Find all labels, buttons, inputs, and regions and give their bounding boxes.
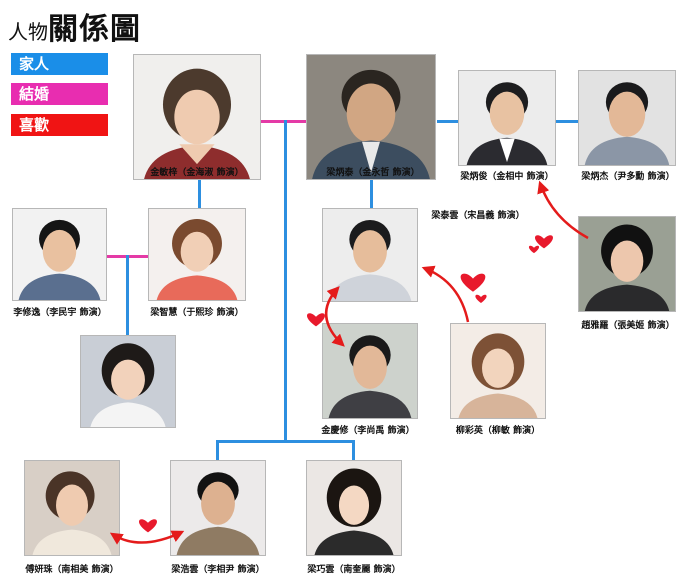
- portrait-liang-bingjun: [458, 70, 556, 166]
- legend-marriage: 結婚: [11, 83, 108, 105]
- family-line-trunk: [284, 120, 287, 442]
- family-line-to-bingjun: [437, 120, 458, 123]
- portrait-liu-caiying: [450, 323, 546, 419]
- portrait-zhao-yaluo: [578, 216, 676, 312]
- caption-liang-bingtai: 梁炳泰（金永哲 飾演）: [326, 168, 420, 178]
- portrait-fu-yanzhu: [24, 460, 120, 556]
- portrait-jin-qingxiu: [322, 323, 418, 419]
- page-title: 人物關係圖: [8, 4, 141, 48]
- family-line-to-qiaoyun: [352, 440, 355, 460]
- caption-jin-qingxiu: 金慶修（李尚禹 飾演）: [321, 426, 415, 436]
- caption-li-xiuyi: 李修逸（李民宇 飾演）: [13, 308, 107, 318]
- portrait-liang-haoyun: [170, 460, 266, 556]
- portrait-liang-bingtai: [306, 54, 436, 180]
- caption-kim-minsi: 金敏梓（金海淑 飾演）: [150, 168, 244, 178]
- heart-icon-caiying-small: [475, 294, 487, 303]
- family-line-to-child: [126, 255, 129, 335]
- caption-liang-haoyun: 梁浩雲（李相尹 飾演）: [171, 565, 265, 575]
- heart-icon-zhao: [535, 235, 553, 249]
- caption-liang-bingjie: 梁炳杰（尹多勳 飾演）: [581, 172, 675, 182]
- legend-like: 喜歡: [11, 114, 108, 136]
- caption-liu-caiying: 柳彩英（柳敏 飾演）: [455, 426, 541, 436]
- heart-icon-caiying: [460, 273, 486, 292]
- portrait-kim-minsi: [133, 54, 261, 180]
- portrait-li-xiuyi: [12, 208, 107, 301]
- caption-zhao-yaluo: 趙雅羅（張美姬 飾演）: [581, 321, 675, 331]
- family-line-to-haoyun: [216, 440, 219, 460]
- portrait-liang-bingjie: [578, 70, 676, 166]
- family-line-to-bingjie: [556, 120, 578, 123]
- heart-icon-yanzhu: [139, 519, 157, 533]
- caption-liang-qiaoyun: 梁巧雲（南奎麗 飾演）: [307, 565, 401, 575]
- portrait-liang-zhihui: [148, 208, 246, 301]
- caption-liang-bingjun: 梁炳俊（金相中 飾演）: [460, 172, 554, 182]
- portrait-liang-qiaoyun: [306, 460, 402, 556]
- family-line-to-taiyun: [370, 180, 373, 208]
- portrait-child: [80, 335, 176, 428]
- heart-icon-zhao-small: [528, 245, 540, 254]
- family-line-children: [216, 440, 354, 443]
- family-line-to-zhihui: [198, 180, 201, 208]
- marriage-line-parents: [258, 120, 306, 123]
- title-main: 關係圖: [48, 12, 141, 47]
- portrait-liang-taiyun: [322, 208, 418, 302]
- like-arrow-caiying-to-taiyun: [421, 265, 470, 323]
- legend-family: 家人: [11, 53, 108, 75]
- caption-liang-taiyun: 梁泰雲（宋昌義 飾演）: [431, 211, 525, 221]
- title-prefix: 人物: [8, 20, 48, 44]
- caption-fu-yanzhu: 傅妍珠（南相美 飾演）: [25, 565, 119, 575]
- caption-liang-zhihui: 梁智慧（于熙珍 飾演）: [150, 308, 244, 318]
